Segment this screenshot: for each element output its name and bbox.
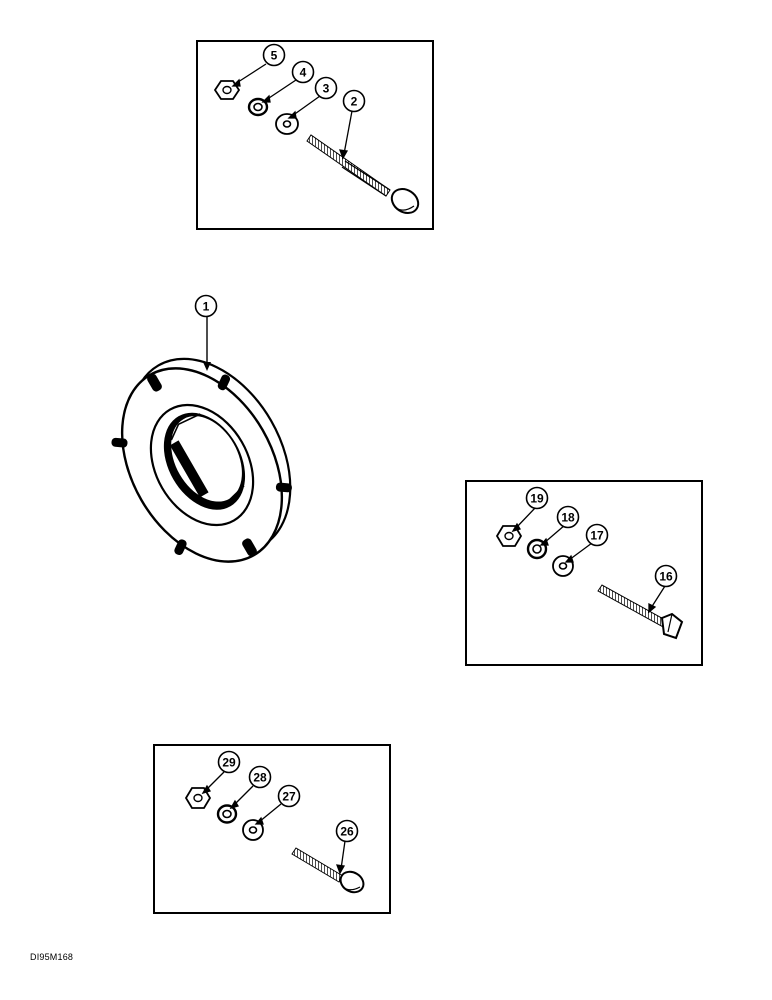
leader-lines-bottom bbox=[201, 771, 346, 875]
callout-5-label: 5 bbox=[271, 49, 278, 63]
callout-19-label: 19 bbox=[530, 492, 544, 506]
callout-26: 26 bbox=[335, 819, 359, 843]
callout-4-label: 4 bbox=[300, 66, 307, 80]
callout-18-label: 18 bbox=[561, 511, 575, 525]
callout-2: 2 bbox=[342, 89, 366, 113]
callout-16: 16 bbox=[654, 564, 678, 588]
callout-17: 17 bbox=[585, 523, 609, 547]
callout-16-label: 16 bbox=[659, 570, 673, 584]
wheel-weight-part: 1 bbox=[111, 294, 292, 563]
callout-26-label: 26 bbox=[340, 825, 354, 839]
carriage-bolt-part bbox=[306, 134, 420, 214]
square-head-bolt-part bbox=[597, 584, 684, 640]
callout-2-label: 2 bbox=[351, 95, 358, 109]
callout-1-label: 1 bbox=[203, 300, 210, 314]
detail-frame-bottom bbox=[153, 744, 391, 914]
callout-5: 5 bbox=[262, 43, 286, 67]
flat-washer-part bbox=[242, 819, 264, 841]
hardware-group-bottom: 29 28 27 26 bbox=[153, 744, 391, 914]
hardware-group-top: 5 4 3 2 bbox=[196, 40, 434, 230]
callout-3: 3 bbox=[314, 76, 338, 100]
callout-29-label: 29 bbox=[222, 756, 236, 770]
lock-washer-part bbox=[216, 804, 238, 824]
leader-lines-top bbox=[231, 63, 353, 160]
callout-29: 29 bbox=[217, 750, 241, 774]
callout-27-label: 27 bbox=[282, 790, 296, 804]
lock-washer-part bbox=[247, 97, 269, 117]
callout-18: 18 bbox=[556, 505, 580, 529]
callout-17-label: 17 bbox=[590, 529, 604, 543]
callout-28: 28 bbox=[248, 765, 272, 789]
callout-1: 1 bbox=[194, 294, 218, 318]
document-code: DI95M168 bbox=[30, 952, 74, 962]
hardware-group-right: 19 18 17 16 bbox=[465, 480, 703, 666]
callout-28-label: 28 bbox=[253, 771, 267, 785]
callout-4: 4 bbox=[291, 60, 315, 84]
callout-27: 27 bbox=[277, 784, 301, 808]
detail-frame-right bbox=[465, 480, 703, 666]
callout-19: 19 bbox=[525, 486, 549, 510]
callout-3-label: 3 bbox=[323, 82, 330, 96]
detail-frame-top bbox=[196, 40, 434, 230]
leader-lines-right bbox=[511, 507, 666, 614]
flat-washer-part bbox=[275, 113, 299, 135]
carriage-bolt-part bbox=[291, 847, 365, 894]
